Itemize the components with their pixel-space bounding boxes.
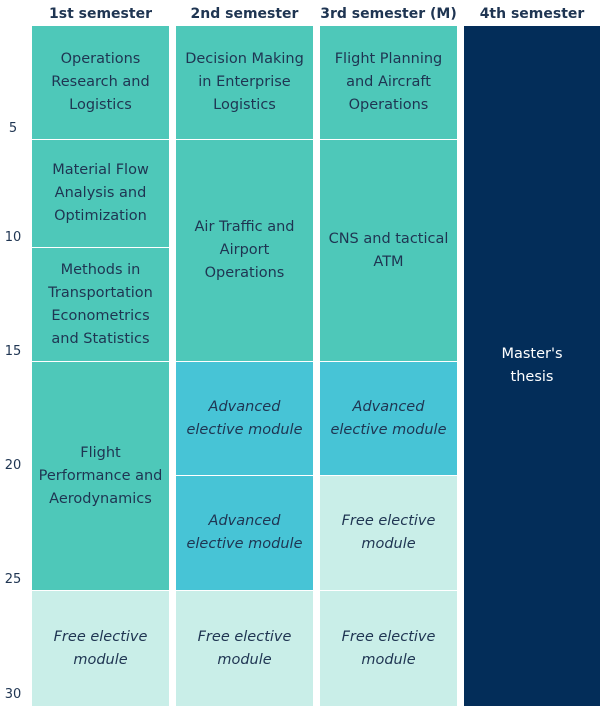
module-air-traffic-airport: Air Traffic and Airport Operations <box>176 140 313 361</box>
module-decision-making: Decision Making in Enterprise Logistics <box>176 26 313 139</box>
module-operations-research: Operations Research and Logistics <box>32 26 169 139</box>
module-transportation-econometrics: Methods in Transportation Econometrics a… <box>32 248 169 361</box>
module-free-elective: Free elective module <box>320 591 457 706</box>
module-label: Decision Making in Enterprise Logistics <box>185 51 304 113</box>
header-semester-3: 3rd semester (M) <box>320 6 457 22</box>
module-masters-thesis: Master's thesis <box>464 26 600 706</box>
module-label: Methods in Transportation Econometrics a… <box>48 261 153 347</box>
module-flight-planning: Flight Planning and Aircraft Operations <box>320 26 457 139</box>
module-cns-tactical-atm: CNS and tactical ATM <box>320 140 457 361</box>
module-free-elective: Free elective module <box>320 476 457 590</box>
header-semester-1: 1st semester <box>49 6 152 22</box>
tick-30: 30 <box>4 687 22 702</box>
header-semester-4: 4th semester <box>479 6 585 22</box>
module-label: Material Flow Analysis and Optimization <box>52 162 149 224</box>
header-semester-2: 2nd semester <box>190 6 299 22</box>
module-label: Free elective module <box>197 628 292 668</box>
module-label: Air Traffic and Airport Operations <box>194 219 295 281</box>
module-flight-performance: Flight Performance and Aerodynamics <box>32 362 169 590</box>
module-label: Free elective module <box>341 628 436 668</box>
tick-25: 25 <box>4 572 22 587</box>
module-free-elective: Free elective module <box>176 591 313 706</box>
module-free-elective: Free elective module <box>32 591 169 706</box>
tick-10: 10 <box>4 230 22 245</box>
tick-20: 20 <box>4 458 22 473</box>
tick-15: 15 <box>4 344 22 359</box>
module-label: Advanced elective module <box>330 398 447 438</box>
module-advanced-elective: Advanced elective module <box>176 362 313 475</box>
module-label: Master's thesis <box>501 346 563 385</box>
module-label: Free elective module <box>341 513 436 552</box>
module-label: Free elective module <box>53 628 148 668</box>
module-label: Flight Planning and Aircraft Operations <box>334 51 443 113</box>
module-advanced-elective: Advanced elective module <box>320 362 457 475</box>
module-advanced-elective: Advanced elective module <box>176 476 313 590</box>
module-label: Flight Performance and Aerodynamics <box>38 444 163 507</box>
module-label: Operations Research and Logistics <box>51 51 150 113</box>
module-label: CNS and tactical ATM <box>328 230 449 270</box>
module-label: Advanced elective module <box>186 398 303 438</box>
module-label: Advanced elective module <box>186 513 303 552</box>
tick-5: 5 <box>8 121 18 136</box>
module-material-flow: Material Flow Analysis and Optimization <box>32 140 169 247</box>
